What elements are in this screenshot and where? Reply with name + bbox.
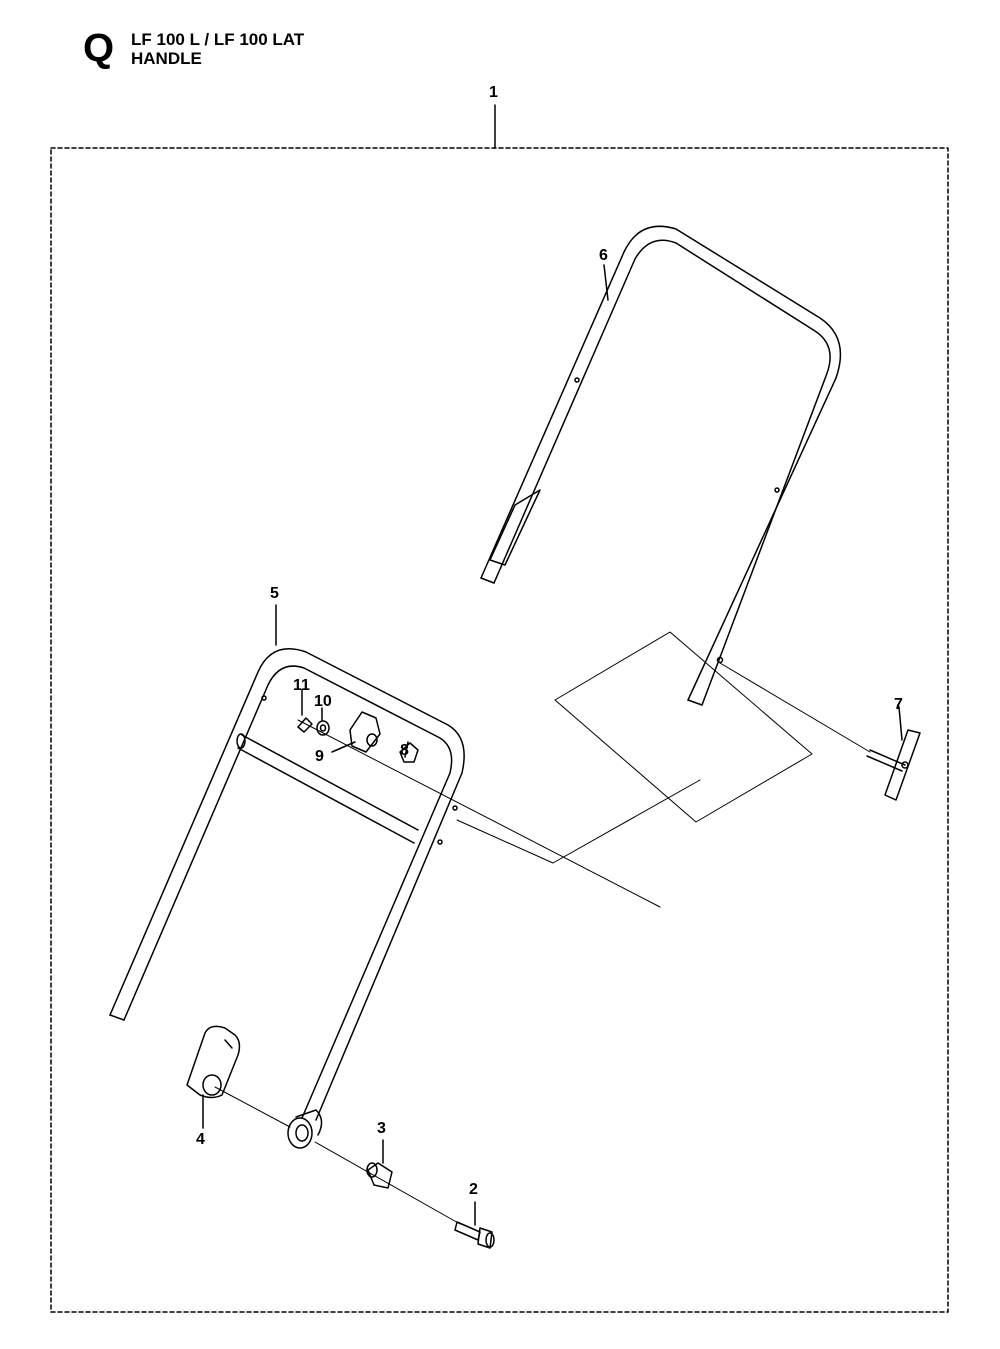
callout-2: 2 xyxy=(469,1181,478,1198)
callout-labels: 1 2 3 4 5 6 7 8 9 10 11 xyxy=(196,84,903,1198)
section-title: HANDLE xyxy=(131,49,202,68)
reference-plane xyxy=(554,631,813,823)
callout-10: 10 xyxy=(314,693,332,710)
assembly-frame xyxy=(50,147,949,1313)
pivot-cover xyxy=(186,1025,241,1099)
axis-line-7 xyxy=(719,662,871,753)
reference-plane-lower xyxy=(456,779,701,864)
handle-clamp-hardware xyxy=(297,711,661,908)
t-bolt-knob xyxy=(866,729,921,801)
shoulder-bolt xyxy=(454,1221,495,1249)
bushing xyxy=(366,1162,393,1189)
title-block: LF 100 L / LF 100 LAT HANDLE xyxy=(131,30,304,68)
callout-7: 7 xyxy=(894,696,903,713)
leader-7 xyxy=(898,706,903,741)
axis-line-pivot xyxy=(314,1141,461,1225)
callout-8: 8 xyxy=(400,742,409,759)
callout-11: 11 xyxy=(293,677,310,694)
leader-8 xyxy=(404,741,409,758)
callout-5: 5 xyxy=(270,585,279,602)
lower-handle xyxy=(109,648,465,1149)
callout-6: 6 xyxy=(599,247,608,264)
callout-1: 1 xyxy=(489,84,498,101)
section-letter: Q xyxy=(83,26,115,70)
leader-9 xyxy=(331,741,356,753)
callout-4: 4 xyxy=(196,1131,205,1148)
leader-6 xyxy=(603,264,609,301)
model-line: LF 100 L / LF 100 LAT xyxy=(131,30,305,49)
callout-3: 3 xyxy=(377,1120,386,1137)
axis-line-4 xyxy=(214,1086,291,1128)
callout-9: 9 xyxy=(315,748,324,765)
upper-handle xyxy=(480,225,842,706)
